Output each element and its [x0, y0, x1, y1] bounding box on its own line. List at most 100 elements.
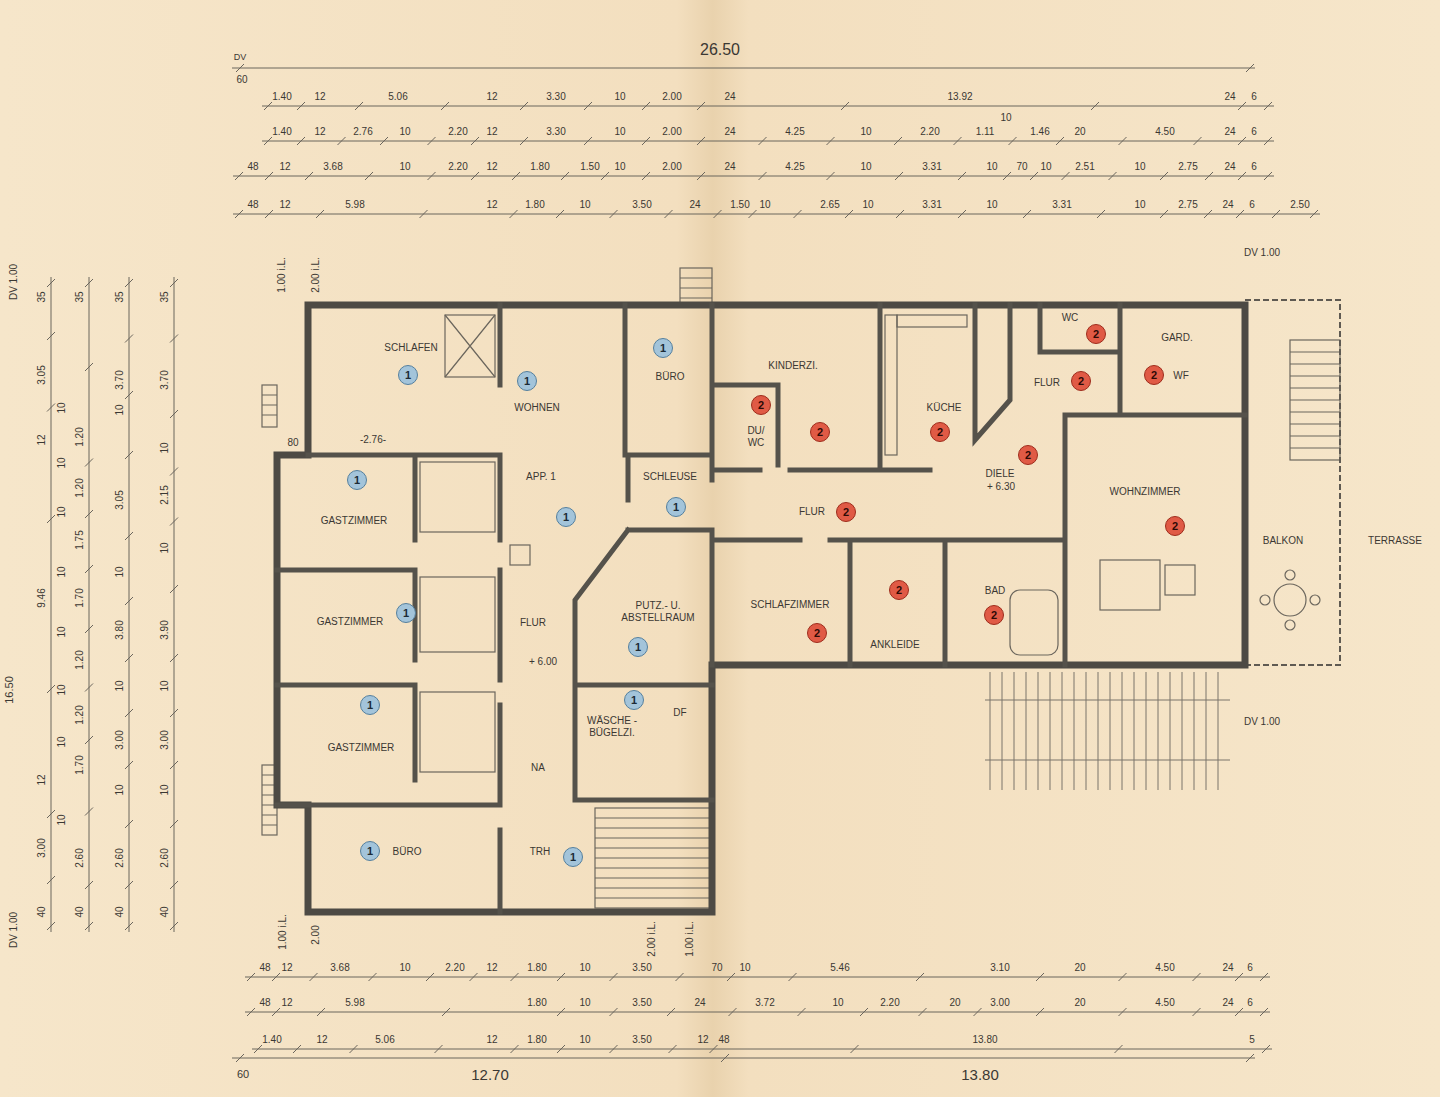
room-unit-marker: 1	[517, 371, 537, 391]
dimension-text: 10	[1000, 112, 1011, 123]
dimension-text: + 6.30	[987, 481, 1015, 492]
dimension-text: 24	[1224, 161, 1235, 172]
dimension-tick	[125, 654, 133, 662]
dimension-text-box: 12	[697, 1034, 708, 1046]
dimension-text-box: 3.00	[36, 838, 48, 857]
dimension-tick	[380, 137, 388, 145]
dimension-text-box: 24	[724, 91, 735, 103]
dimension-text-box: 24	[694, 997, 705, 1009]
dimension-tick	[1260, 973, 1268, 981]
dimension-tick	[1036, 973, 1044, 981]
dimension-text: 10	[56, 814, 67, 825]
dimension-tick	[520, 102, 528, 110]
dimension-tick	[642, 137, 650, 145]
dimension-text-box: 48	[247, 161, 258, 173]
dimension-text: 2.60	[74, 848, 85, 867]
dimension-text-box: 10	[399, 161, 410, 173]
dimension-tick	[85, 459, 93, 467]
dimension-text: NA	[531, 762, 545, 773]
dimension-text-box: 24	[1222, 962, 1233, 974]
dimension-text-box: 10	[56, 506, 68, 517]
room-unit-marker: 2	[1086, 324, 1106, 344]
dimension-text: 2.00 i.L.	[646, 921, 657, 957]
dimension-tick	[958, 172, 966, 180]
dimension-text: 6	[1247, 997, 1253, 1008]
dimension-text: 13.92	[947, 91, 972, 102]
dimension-text: 12	[279, 161, 290, 172]
dimension-tick	[1262, 1045, 1270, 1053]
dimension-text: 10	[56, 626, 67, 637]
dimension-text: 12	[279, 199, 290, 210]
room-unit-marker: 1	[360, 695, 380, 715]
dimension-text-box: 10	[1134, 199, 1145, 211]
dimension-text: DV 1.00	[1244, 247, 1280, 258]
dimension-text: 1.20	[74, 478, 85, 497]
room-name-box: BAD	[985, 585, 1006, 597]
dimension-text: 80	[287, 437, 298, 448]
dimension-text: 3.30	[546, 126, 565, 137]
dimension-text-box: 2.20	[445, 962, 464, 974]
dimension-text-box: 5.46	[830, 962, 849, 974]
dimension-text-box: 35	[114, 291, 126, 302]
dimension-text: 5.98	[345, 997, 364, 1008]
dimension-tick	[1205, 172, 1213, 180]
dimension-tick	[247, 1008, 255, 1016]
dimension-text-box: 80	[287, 437, 298, 449]
dimension-text: 12	[281, 997, 292, 1008]
dimension-text: 13.80	[972, 1034, 997, 1045]
dimension-text: 10	[56, 457, 67, 468]
dimension-text-box: 12	[36, 434, 48, 445]
room-name-box: WF	[1173, 370, 1189, 382]
room-unit-marker: 2	[807, 623, 827, 643]
room-name-box: BÜRO	[393, 846, 422, 858]
dimension-tick	[350, 1045, 358, 1053]
dimension-text-box: 13.80	[972, 1034, 997, 1046]
dimension-text-box: 24	[1222, 997, 1233, 1009]
dimension-text-box: DF	[673, 707, 686, 719]
dimension-text: 3.70	[159, 370, 170, 389]
dimension-tick	[794, 210, 802, 218]
dimension-text-box: 10	[114, 566, 126, 577]
dimension-text-box: 1.80	[530, 161, 549, 173]
room-unit-marker: 1	[653, 338, 673, 358]
dimension-text-box: 4.25	[785, 126, 804, 138]
dimension-tick	[426, 973, 434, 981]
dimension-text: 3.31	[922, 199, 941, 210]
dimension-text: 26.50	[700, 41, 740, 58]
dimension-text: 2.50	[1290, 199, 1309, 210]
dimension-tick	[47, 810, 55, 818]
dimension-text-box: 26.50	[700, 40, 740, 59]
dimension-text-box: 10	[56, 736, 68, 747]
dimension-text-box: 10	[114, 404, 126, 415]
unit-number: 1	[524, 376, 530, 387]
dimension-text-box: 12	[314, 126, 325, 138]
dimension-text: 3.00	[990, 997, 1009, 1008]
dimension-text: 3.00	[114, 730, 125, 749]
dimension-text-box: 3.68	[330, 962, 349, 974]
dimension-text-box: 40	[159, 906, 171, 917]
dimension-text: 3.50	[632, 962, 651, 973]
dimension-text: 10	[614, 91, 625, 102]
dimension-tick	[584, 102, 592, 110]
dimension-text: 10	[114, 784, 125, 795]
dimension-tick	[85, 922, 93, 930]
room-name: SCHLAFEN	[384, 342, 437, 353]
dimension-tick	[557, 1008, 565, 1016]
dimension-text: 20	[1074, 962, 1085, 973]
dimension-text: 2.00 i.L.	[310, 257, 321, 293]
dimension-tick	[85, 279, 93, 287]
dimension-text: 24	[724, 91, 735, 102]
dimension-text-box: 24	[1224, 161, 1235, 173]
room-name: GASTZIMMER	[317, 616, 384, 627]
room-name: WC	[1062, 312, 1079, 323]
dimension-text: 1.50	[730, 199, 749, 210]
dimension-text-box: 1.50	[580, 161, 599, 173]
dimension-tick	[310, 973, 318, 981]
dimension-tick	[1235, 973, 1243, 981]
dimension-text-box: 12	[281, 997, 292, 1009]
dimension-text: 60	[237, 1068, 249, 1080]
dimension-text: 60	[236, 74, 247, 85]
dimension-tick	[317, 1008, 325, 1016]
dimension-text-box: 1.80	[527, 997, 546, 1009]
dimension-text-box: 24	[1224, 91, 1235, 103]
